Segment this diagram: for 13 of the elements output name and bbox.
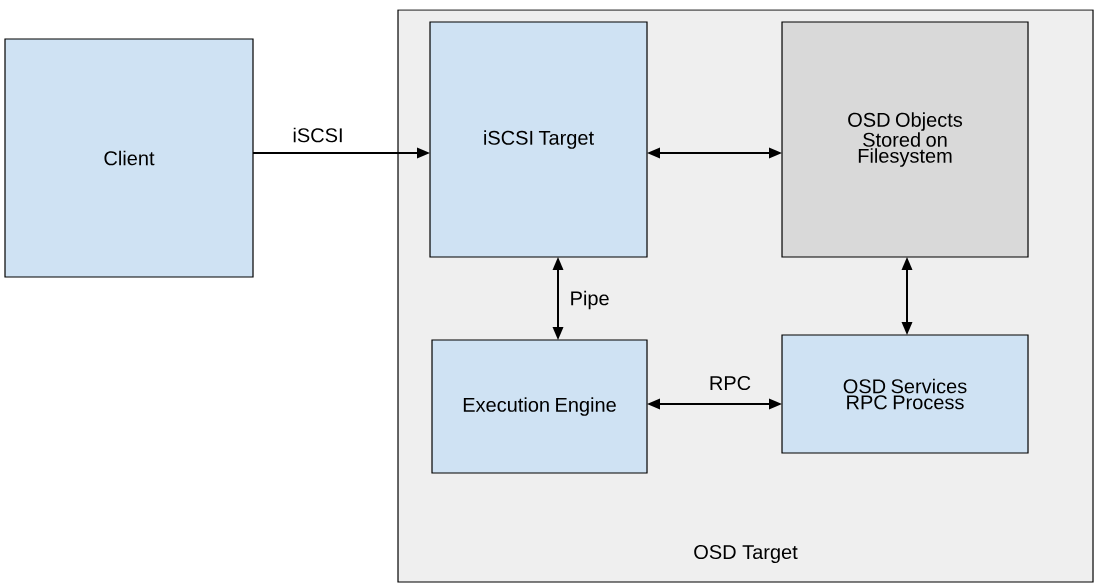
storage-box: OSD Objects Stored on Filesystem [781, 21, 1029, 258]
process-box: iSCSI Target [429, 21, 648, 258]
edge-label: Pipe [571, 290, 609, 310]
client-box: Client [4, 38, 254, 278]
edge-label: iSCSI [293, 127, 342, 143]
arrow [647, 147, 782, 159]
process-box: Execution Engine [431, 339, 648, 474]
arrow [901, 257, 913, 335]
service-box: OSD Services RPC Process [781, 334, 1029, 454]
arrow [252, 147, 430, 159]
arrow [552, 257, 564, 340]
edge-label: RPC [710, 375, 751, 391]
arrow [647, 398, 782, 410]
